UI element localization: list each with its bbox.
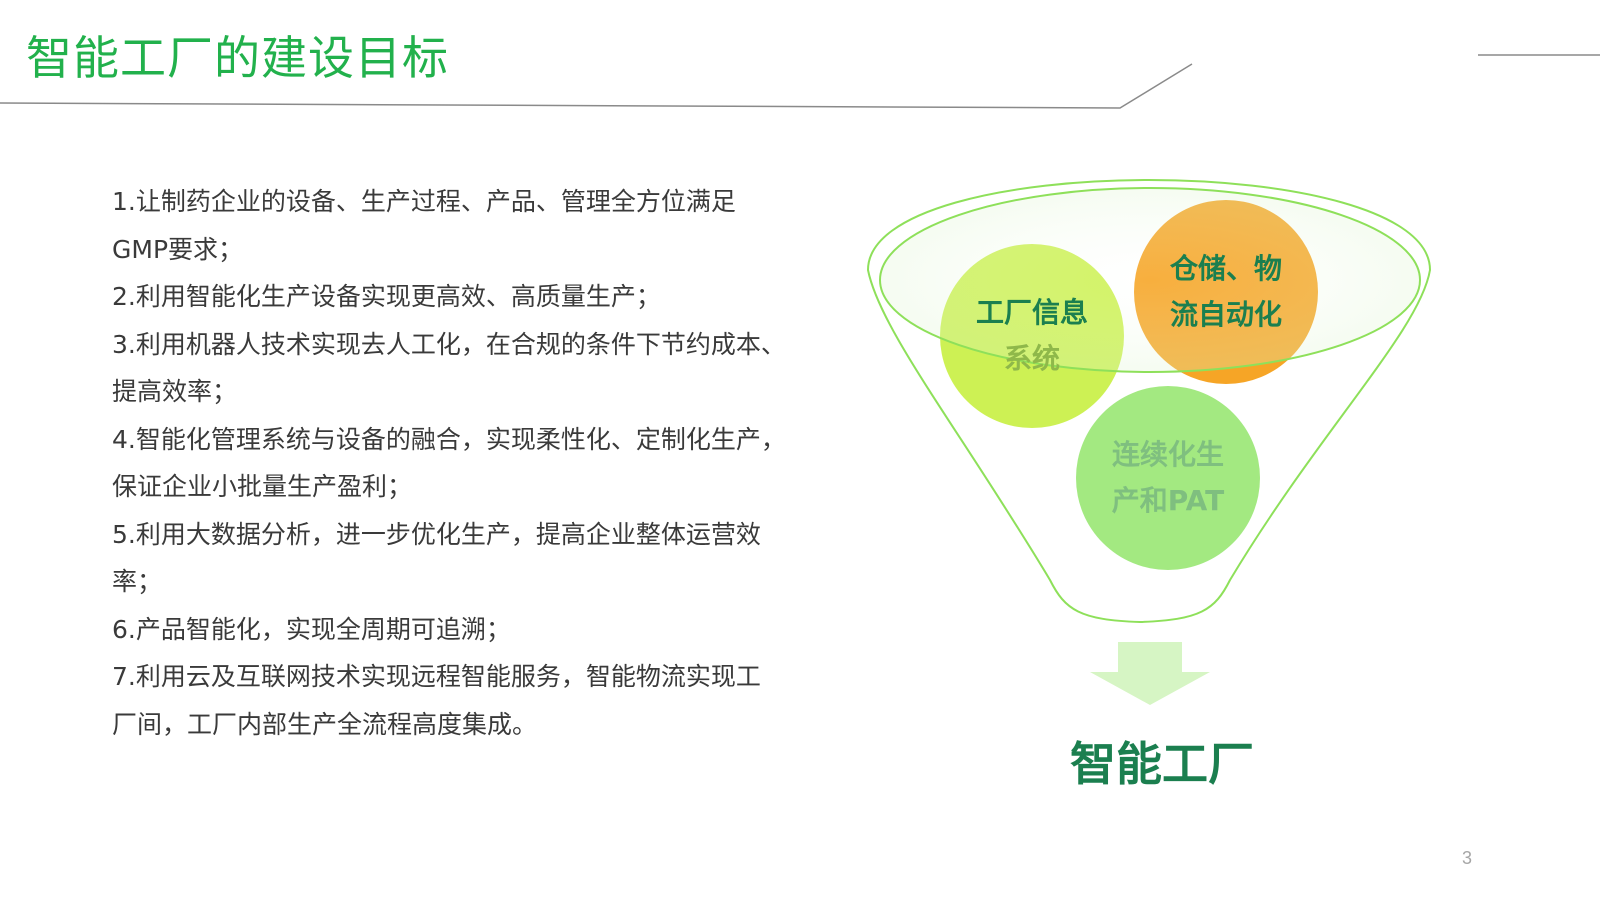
down-arrow-icon [1090, 642, 1210, 705]
goal-line: 保证企业小批量生产盈利； [112, 472, 413, 501]
goal-line: GMP要求； [112, 234, 244, 264]
goal-line: 4.智能化管理系统与设备的融合，实现柔性化、定制化生产， [112, 424, 786, 454]
funnel-rim [879, 187, 1421, 373]
goal-line: 厂间，工厂内部生产全流程高度集成。 [112, 709, 538, 739]
circle-continuous-production [1076, 386, 1260, 570]
goal-line: 提高效率； [112, 377, 238, 406]
circle-label-continuous-production: 连续化生 产和PAT [1111, 438, 1225, 517]
funnel-diagram [866, 179, 1432, 705]
goals-list: 1.让制药企业的设备、生产过程、产品、管理全方位满足 GMP要求； 2.利用智能… [112, 178, 832, 748]
smart-factory-label: 智能工厂 [1070, 737, 1254, 791]
goal-line: 1.让制药企业的设备、生产过程、产品、管理全方位满足 [112, 187, 736, 216]
goal-line: 3.利用机器人技术实现去人工化，在合规的条件下节约成本、 [112, 329, 786, 359]
goal-line: 6.产品智能化，实现全周期可追溯； [112, 614, 511, 644]
page-title: 智能工厂的建设目标 [26, 31, 449, 85]
page-number: 3 [1462, 848, 1473, 868]
goal-line: 5.利用大数据分析，进一步优化生产，提高企业整体运营效 [112, 519, 761, 549]
goal-line: 2.利用智能化生产设备实现更高效、高质量生产； [112, 282, 661, 311]
circle-label-warehouse-logistics: 仓储、物 流自动化 [1169, 252, 1282, 331]
goal-line: 7.利用云及互联网技术实现远程智能服务，智能物流实现工 [112, 662, 761, 691]
circle-label-factory-info: 工厂信息 系统 [975, 296, 1088, 375]
goal-line: 率； [112, 567, 163, 596]
